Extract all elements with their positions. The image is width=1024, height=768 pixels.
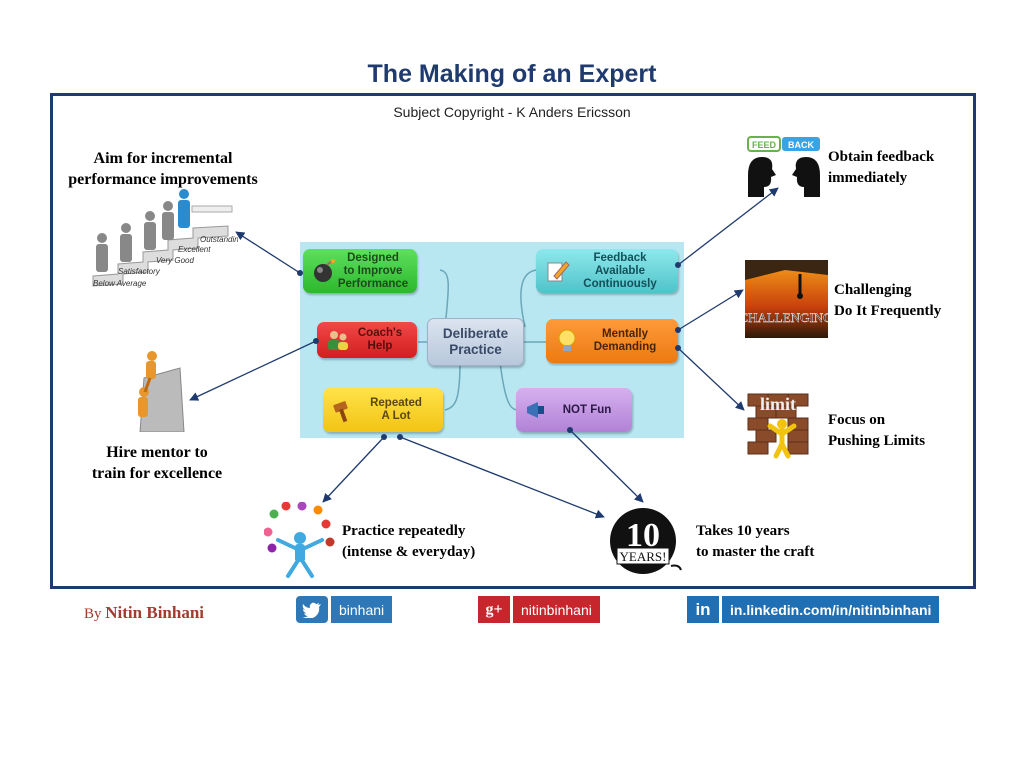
bomb-icon <box>314 259 335 282</box>
climbing-mentor-image <box>138 351 185 432</box>
years-word: YEARS! <box>620 549 667 564</box>
linkedin-link[interactable]: in in.linkedin.com/in/nitinbinhani <box>687 596 940 623</box>
twitter-icon <box>296 596 328 623</box>
challenging-image: CHALLENGING <box>745 260 828 338</box>
feedback-sign-feed: FEED <box>752 140 777 150</box>
linkedin-icon: in <box>687 596 719 623</box>
twitter-handle[interactable]: binhani <box>331 596 393 623</box>
juggling-figure-image <box>264 502 335 578</box>
google-plus-link[interactable]: g+ nitinbinhani <box>478 596 600 623</box>
limit-word: limit <box>760 394 796 414</box>
label-challenging: Challenging Do It Frequently <box>834 282 942 319</box>
stair-label-outstanding: Outstanding <box>200 235 238 244</box>
node-feedback: Feedback Available Continuously <box>536 249 678 293</box>
twitter-link[interactable]: binhani <box>296 596 393 623</box>
gavel-icon <box>333 401 348 423</box>
label-hire: Hire mentor to train for excellence <box>91 444 223 482</box>
stair-label-excellent: Excellent <box>178 245 211 254</box>
challenging-word: CHALLENGING <box>745 310 828 325</box>
staircase-people-image: Outstanding Excellent Very Good Satisfac… <box>92 189 238 288</box>
pencil-paper-icon <box>547 261 570 282</box>
stair-label-satisfactory: Satisfactory <box>118 267 161 276</box>
limit-wall-image: limit <box>747 393 809 459</box>
node-repeated: Repeated A Lot <box>323 388 443 432</box>
feedback-sign-back: BACK <box>788 140 814 150</box>
linkedin-url[interactable]: in.linkedin.com/in/nitinbinhani <box>722 596 940 623</box>
subtitle: Subject Copyright - K Anders Ericsson <box>393 104 631 120</box>
label-practice: Practice repeatedly (intense & everyday) <box>342 523 476 560</box>
node-deliberate-practice: Deliberate Practice <box>427 318 524 366</box>
lightbulb-icon <box>558 329 576 351</box>
node-mentally: Mentally Demanding <box>546 319 678 363</box>
feedback-heads-image: FEED BACK <box>747 136 820 197</box>
label-aim: Aim for incremental performance improvem… <box>68 150 258 188</box>
google-plus-icon: g+ <box>478 596 510 623</box>
by-label: By <box>84 606 102 622</box>
mindmap-panel: Deliberate Practice Designed to Improve … <box>300 242 684 438</box>
megaphone-icon <box>527 402 544 418</box>
author-credit: By Nitin Binhani <box>84 603 204 623</box>
google-plus-handle[interactable]: nitinbinhani <box>513 596 600 623</box>
node-designed: Designed to Improve Performance <box>303 249 417 293</box>
diagram-frame <box>50 93 976 589</box>
author-name: Nitin Binhani <box>105 603 205 622</box>
ten-years-badge-image: 10 YEARS! <box>610 508 682 574</box>
label-takes: Takes 10 years to master the craft <box>696 523 815 560</box>
node-coach: Coach's Help <box>317 322 417 358</box>
stair-label-verygood: Very Good <box>156 256 194 265</box>
node-notfun: NOT Fun <box>516 388 632 432</box>
stair-label-belowaverage: Below Average <box>93 279 147 288</box>
label-obtain: Obtain feedback immediately <box>828 149 935 186</box>
page-title: The Making of an Expert <box>367 60 657 88</box>
people-icon <box>328 331 348 350</box>
label-focus: Focus on Pushing Limits <box>828 412 926 449</box>
